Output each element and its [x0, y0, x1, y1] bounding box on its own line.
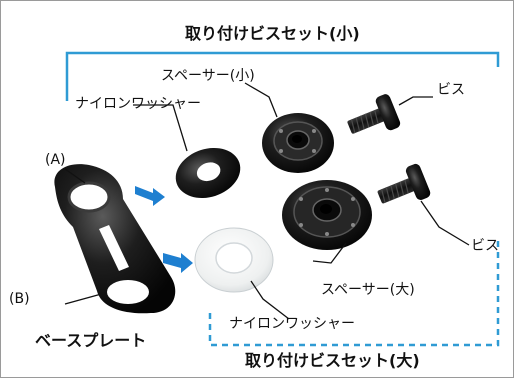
- nylon-washer-top: [175, 148, 241, 198]
- leader-lines: [64, 82, 470, 320]
- arrow-right-icon: [163, 253, 193, 273]
- nylon-washer-bottom: [194, 227, 274, 293]
- base-plate-label: ベースプレート: [35, 331, 147, 350]
- point-b-label: (B): [9, 291, 30, 307]
- screw-top-label: ビス: [437, 82, 465, 98]
- arrow-right-icon: [135, 186, 165, 206]
- washer-bottom-label: ナイロンワッシャー: [229, 316, 355, 332]
- base-plate: [54, 164, 176, 314]
- screw-bottom-label: ビス: [471, 238, 499, 254]
- large-spacer: [282, 180, 372, 250]
- point-a-label: (A): [45, 152, 66, 168]
- spacer-small-label: スペーサー(小): [161, 68, 255, 84]
- large-set-title: 取り付けビスセット(大): [245, 351, 420, 370]
- large-set-bracket: [208, 241, 500, 347]
- spacer-large-label: スペーサー(大): [321, 282, 415, 298]
- small-spacer: [262, 113, 334, 173]
- screw-bottom: [377, 163, 431, 204]
- small-set-title: 取り付けビスセット(小): [185, 24, 360, 43]
- washer-top-label: ナイロンワッシャー: [75, 96, 201, 112]
- small-set-bracket: [65, 51, 500, 101]
- screw-top: [347, 94, 401, 134]
